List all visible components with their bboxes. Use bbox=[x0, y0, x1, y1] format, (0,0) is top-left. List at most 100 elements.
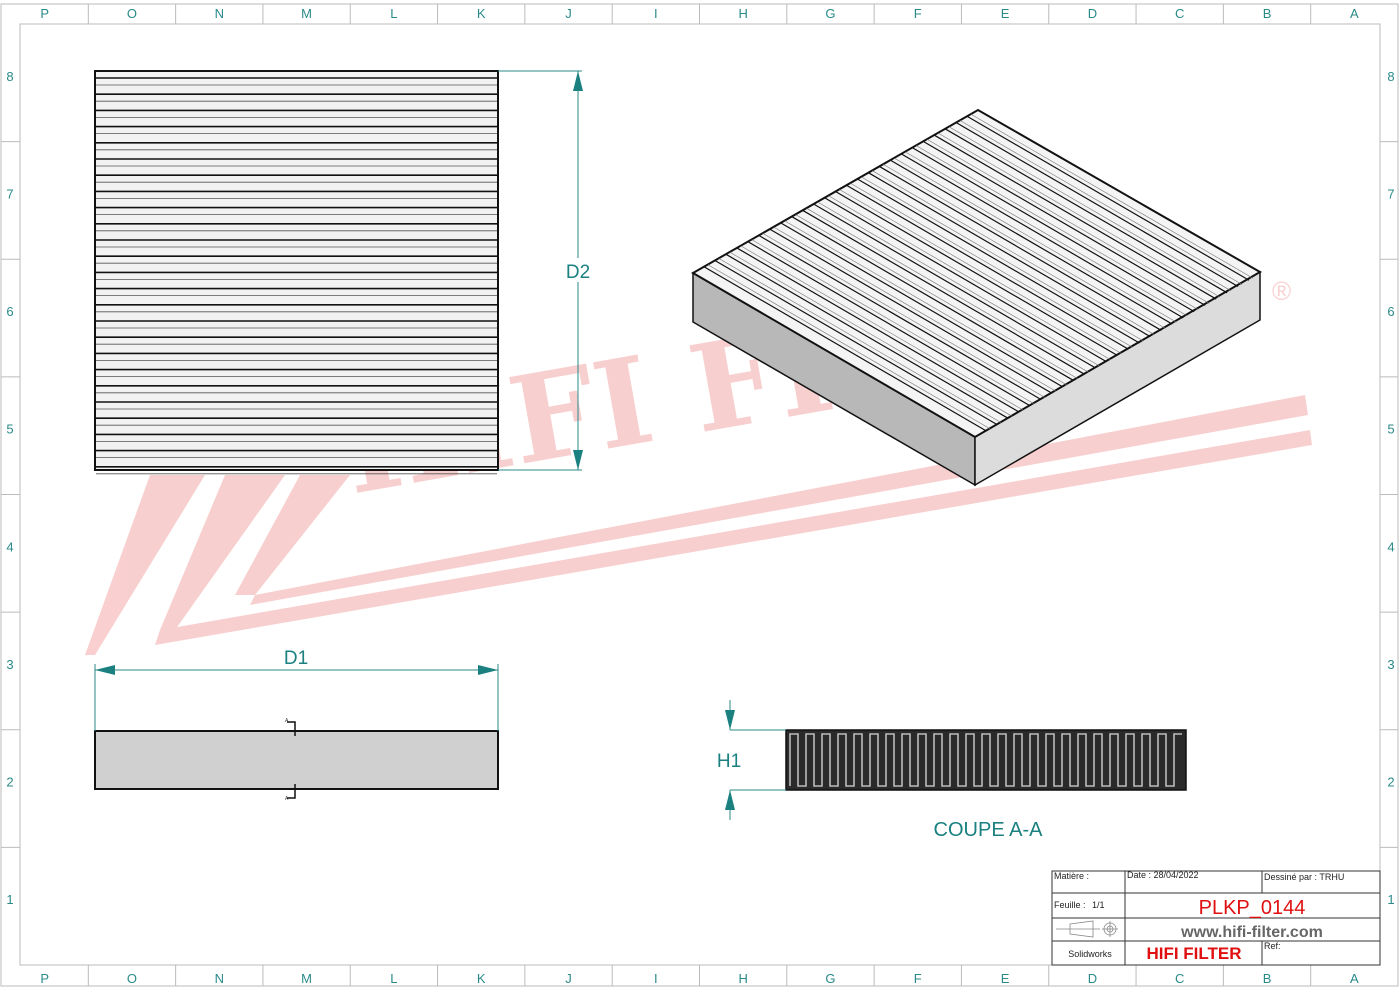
column-label-bottom: B bbox=[1263, 971, 1272, 986]
material-label: Matière : bbox=[1054, 871, 1089, 881]
ridge-line bbox=[714, 259, 998, 425]
column-label-bottom: O bbox=[127, 971, 137, 986]
ridge-line bbox=[758, 234, 1042, 400]
part-number: PLKP_0144 bbox=[1199, 897, 1306, 919]
dimension-d2: D2 bbox=[498, 70, 594, 471]
column-label-bottom: H bbox=[738, 971, 747, 986]
sheet-value: 1/1 bbox=[1092, 900, 1105, 910]
ridge-line bbox=[824, 197, 1107, 363]
ridge-line bbox=[707, 264, 991, 429]
ridge-line bbox=[784, 220, 1067, 386]
row-label-left: 3 bbox=[6, 657, 13, 672]
ridge-line bbox=[802, 209, 1085, 375]
section-marker-top: A bbox=[285, 718, 289, 724]
h1-label: H1 bbox=[717, 751, 741, 772]
ridge-line bbox=[927, 139, 1210, 304]
column-label-top: N bbox=[215, 6, 224, 21]
row-label-right: 4 bbox=[1387, 539, 1394, 554]
ridge-line bbox=[955, 122, 1239, 288]
top-view bbox=[94, 70, 499, 475]
d2-label: D2 bbox=[566, 262, 590, 283]
row-label-left: 4 bbox=[6, 539, 13, 554]
column-label-bottom: F bbox=[914, 971, 922, 986]
sheet-label: Feuille : bbox=[1054, 900, 1086, 910]
row-label-right: 7 bbox=[1387, 186, 1394, 201]
ridge-line bbox=[791, 216, 1074, 382]
d1-label: D1 bbox=[284, 648, 308, 669]
column-label-top: E bbox=[1001, 6, 1010, 21]
row-label-left: 2 bbox=[6, 775, 13, 790]
column-label-bottom: J bbox=[565, 971, 572, 986]
row-label-right: 6 bbox=[1387, 304, 1394, 319]
column-label-top: B bbox=[1263, 6, 1272, 21]
ridge-line bbox=[751, 239, 1034, 404]
ref-label: Ref: bbox=[1264, 941, 1281, 951]
ridge-line bbox=[900, 153, 1184, 319]
row-label-right: 5 bbox=[1387, 422, 1394, 437]
ridge-line bbox=[817, 201, 1100, 367]
software: Solidworks bbox=[1068, 949, 1112, 959]
column-label-top: M bbox=[301, 6, 312, 21]
ridge-line bbox=[762, 233, 1045, 398]
ridge-line bbox=[868, 172, 1151, 338]
column-label-bottom: A bbox=[1350, 971, 1359, 986]
ridge-line bbox=[905, 151, 1188, 317]
column-label-top: L bbox=[390, 6, 397, 21]
brand: HIFI FILTER bbox=[1146, 944, 1241, 963]
column-label-top: O bbox=[127, 6, 137, 21]
row-label-left: 5 bbox=[6, 422, 13, 437]
projection-symbol-icon bbox=[1056, 920, 1118, 938]
row-label-left: 1 bbox=[6, 892, 13, 907]
ridge-line bbox=[773, 226, 1056, 392]
row-label-right: 2 bbox=[1387, 775, 1394, 790]
isometric-view bbox=[690, 108, 1263, 487]
ridge-line bbox=[933, 134, 1217, 300]
column-label-top: F bbox=[914, 6, 922, 21]
column-label-bottom: P bbox=[40, 971, 49, 986]
column-label-top: H bbox=[738, 6, 747, 21]
column-label-bottom: N bbox=[215, 971, 224, 986]
ridge-line bbox=[828, 195, 1111, 361]
ridge-line bbox=[916, 145, 1199, 310]
date-label: Date : 28/04/2022 bbox=[1127, 870, 1199, 880]
ridge-line bbox=[959, 120, 1243, 285]
dimension-h1: H1 bbox=[717, 700, 786, 820]
ridge-line bbox=[729, 251, 1013, 417]
ridge-line bbox=[769, 228, 1053, 394]
column-label-top: I bbox=[654, 6, 658, 21]
column-label-top: P bbox=[40, 6, 49, 21]
dimension-d1: D1 bbox=[94, 648, 499, 731]
ridge-line bbox=[890, 159, 1173, 325]
ridge-line bbox=[938, 132, 1221, 298]
ridge-line bbox=[740, 245, 1023, 411]
ridge-line bbox=[970, 114, 1254, 279]
row-label-left: 6 bbox=[6, 304, 13, 319]
watermark-registered: ® bbox=[1272, 276, 1291, 306]
drawn-by: Dessiné par : TRHU bbox=[1264, 872, 1344, 882]
ridge-line bbox=[806, 208, 1089, 373]
ridge-line bbox=[911, 147, 1195, 313]
title-block: Matière : Date : 28/04/2022 Dessiné par … bbox=[1051, 870, 1381, 966]
column-label-bottom: I bbox=[654, 971, 658, 986]
ridge-line bbox=[725, 253, 1009, 419]
ridge-line bbox=[846, 184, 1129, 350]
column-label-bottom: M bbox=[301, 971, 312, 986]
ridge-line bbox=[839, 189, 1122, 354]
website: www.hifi-filter.com bbox=[1180, 924, 1323, 941]
row-label-right: 3 bbox=[1387, 657, 1394, 672]
column-label-bottom: K bbox=[477, 971, 486, 986]
ridge-line bbox=[948, 126, 1232, 292]
ridge-line bbox=[922, 140, 1206, 306]
section-view: COUPE A-A bbox=[785, 729, 1187, 841]
column-label-bottom: G bbox=[825, 971, 835, 986]
ridge-line bbox=[718, 258, 1002, 423]
ridge-line bbox=[736, 247, 1020, 413]
column-label-bottom: L bbox=[390, 971, 397, 986]
column-label-top: C bbox=[1175, 6, 1184, 21]
ridge-line bbox=[883, 164, 1166, 329]
ridge-line bbox=[894, 157, 1177, 323]
row-label-right: 8 bbox=[1387, 69, 1394, 84]
row-label-left: 7 bbox=[6, 186, 13, 201]
